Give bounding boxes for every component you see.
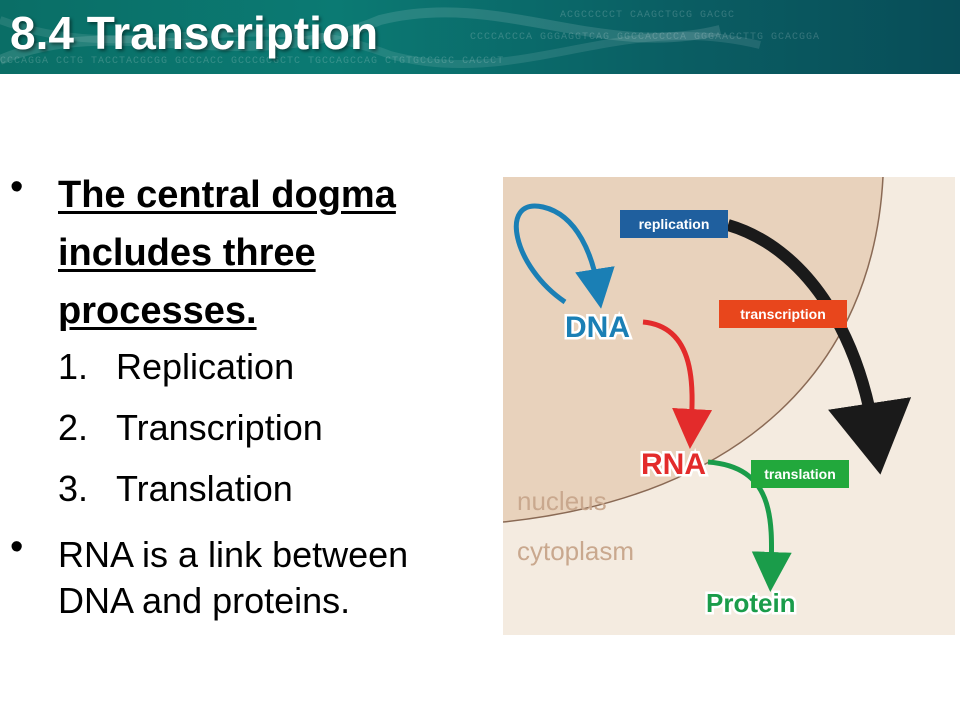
nuclear-envelope xyxy=(503,177,884,523)
page-title: 8.4 Transcription xyxy=(10,7,379,59)
bullet-text: RNA is a link between DNA and proteins. xyxy=(58,534,409,621)
rna-label: RNA xyxy=(641,448,706,481)
list-label: Replication xyxy=(116,346,295,387)
list-number: 3. xyxy=(58,468,89,509)
bullet-icon: • xyxy=(10,526,24,568)
list-item-replication: 1. Replication xyxy=(58,346,294,388)
bullet-text: The central dogma includes three process… xyxy=(58,174,396,332)
bullet-icon: • xyxy=(10,166,24,208)
dna-helix-background xyxy=(0,7,761,69)
protein-label: Protein xyxy=(706,588,796,618)
cytoplasm-label: cytoplasm xyxy=(517,536,634,566)
list-label: Translation xyxy=(116,468,293,509)
list-item-transcription: 2. Transcription xyxy=(58,407,323,449)
list-label: Transcription xyxy=(116,407,323,448)
replication-arrow xyxy=(513,203,615,309)
central-dogma-diagram: DNA RNA Protein nucleus cytoplasm replic… xyxy=(503,177,955,635)
list-number: 2. xyxy=(58,407,89,448)
nucleus-region xyxy=(503,177,955,522)
nucleus-label: nucleus xyxy=(517,486,607,516)
replication-label: replication xyxy=(620,210,728,238)
title-banner: ACGCCCCCT CAAGCTGCG GACGC CCCCACCCA GGGA… xyxy=(0,0,960,74)
translation-arrow xyxy=(707,459,792,592)
translation-label: translation xyxy=(751,460,849,488)
transcription-label: transcription xyxy=(719,300,847,328)
transcription-arrow xyxy=(642,319,713,449)
process-sequence-arrow xyxy=(726,219,912,475)
list-number: 1. xyxy=(58,346,89,387)
list-item-translation: 3. Translation xyxy=(58,468,293,510)
dna-label: DNA xyxy=(565,311,630,344)
